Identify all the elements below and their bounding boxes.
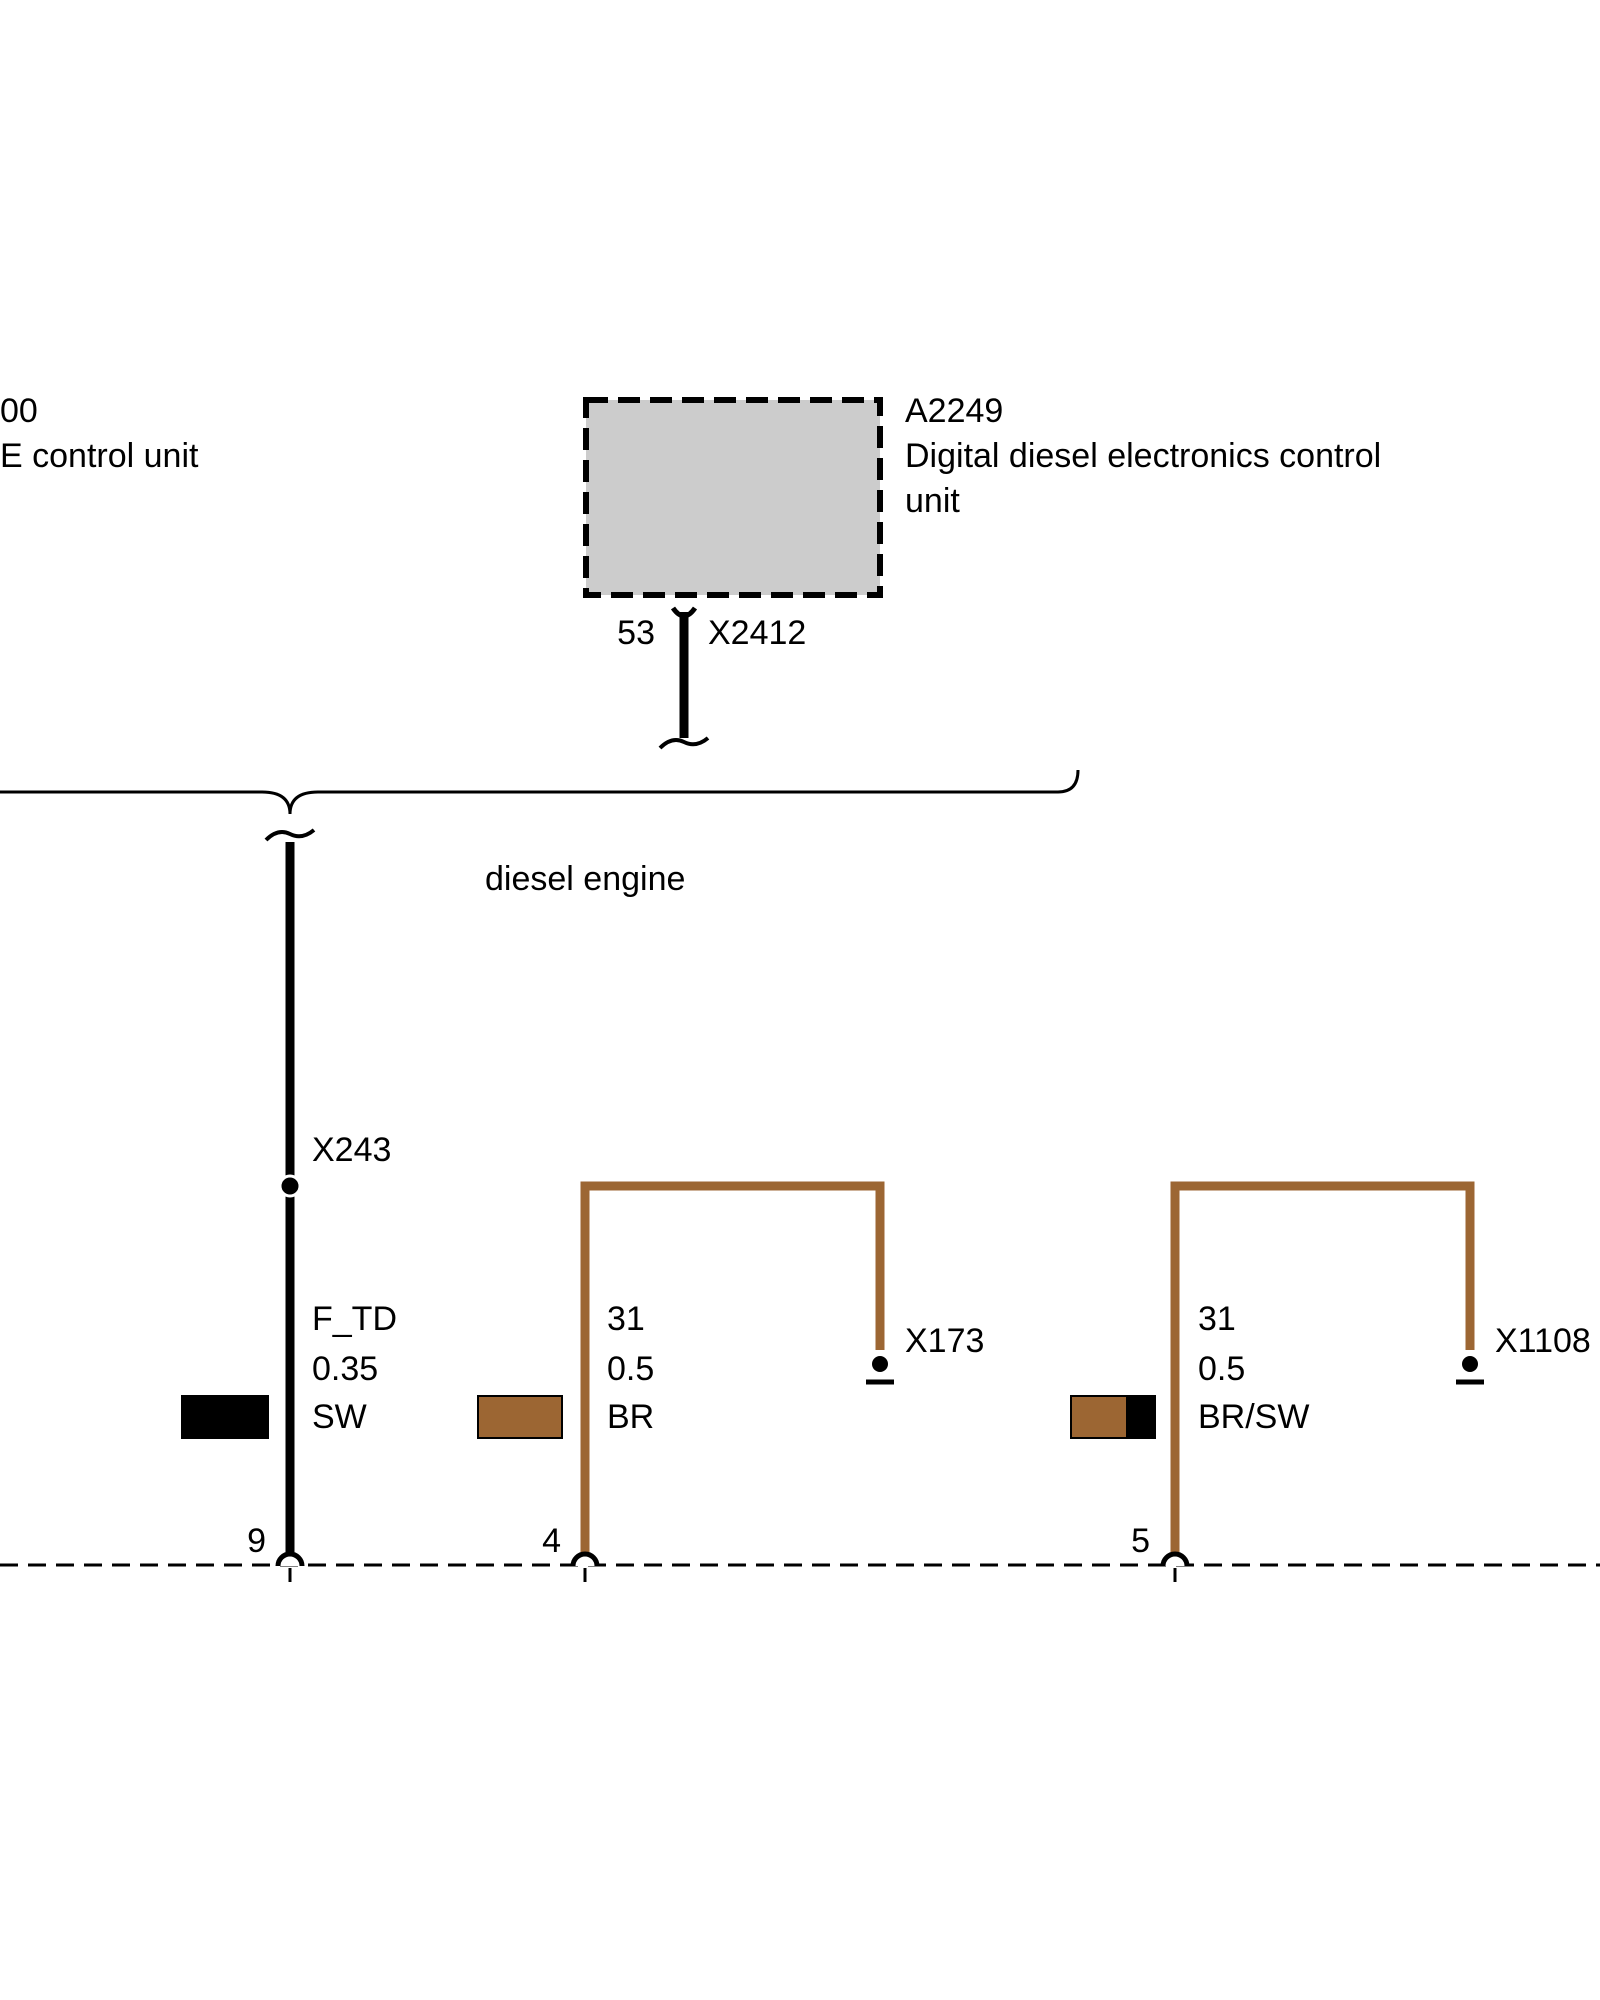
wire2-ground-label: X173	[905, 1322, 984, 1360]
wire3-ground-dot	[1462, 1356, 1478, 1372]
ecu-name-line2: unit	[905, 482, 960, 520]
ecu-connector-id: X2412	[708, 614, 806, 652]
wire1-break-icon	[264, 828, 316, 842]
wire2-pin-number: 4	[542, 1522, 561, 1560]
wire1-color-code: SW	[312, 1398, 367, 1436]
wire2-cross-section: 0.5	[607, 1350, 654, 1388]
variant-label: diesel engine	[485, 860, 685, 898]
wire3-ground-label: X1108	[1495, 1322, 1591, 1360]
wire3-pin-number: 5	[1131, 1522, 1150, 1560]
wire3	[1170, 1181, 1475, 1562]
left-unit-id: 00	[0, 392, 38, 430]
wire1-splice-icon	[278, 1174, 302, 1198]
ecu-pin-number: 53	[617, 614, 655, 652]
wire3-cross-section: 0.5	[1198, 1350, 1245, 1388]
ecu-id: A2249	[905, 392, 1003, 430]
wire2-color-code: BR	[607, 1398, 654, 1436]
wire1-pin-number: 9	[247, 1522, 266, 1560]
wire3-signal: 31	[1198, 1300, 1236, 1338]
ecu-box[interactable]	[583, 397, 883, 598]
wire2-ground-dot	[872, 1356, 888, 1372]
wire1-cross-section: 0.35	[312, 1350, 378, 1388]
wire2-color-swatch	[477, 1395, 563, 1439]
left-unit-name: E control unit	[0, 437, 199, 475]
wire1-splice-label: X243	[312, 1131, 391, 1169]
variant-brace	[0, 769, 1080, 815]
ecu-wire-break-icon	[658, 736, 710, 750]
wire2	[580, 1181, 885, 1562]
wire3-color-swatch	[1070, 1395, 1156, 1439]
wire1-color-swatch	[181, 1395, 269, 1439]
ecu-name-line1: Digital diesel electronics control	[905, 437, 1381, 475]
bottom-pin-icons	[275, 1551, 1190, 1582]
wire2-signal: 31	[607, 1300, 645, 1338]
wire3-color-code: BR/SW	[1198, 1398, 1309, 1436]
wire1-signal: F_TD	[312, 1300, 397, 1338]
